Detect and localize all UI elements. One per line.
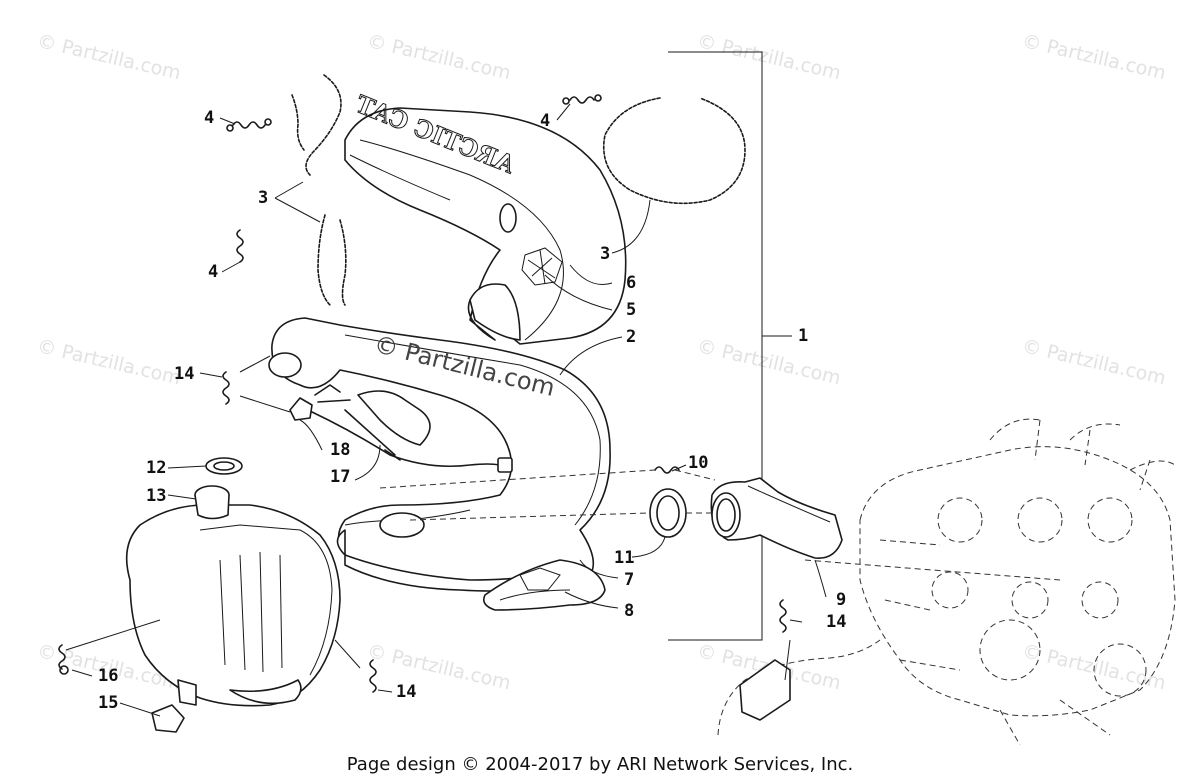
callout-17[interactable]: 17: [330, 467, 351, 487]
callout-6[interactable]: 6: [626, 273, 637, 293]
part-seal-ring: [649, 488, 687, 538]
part-muffler: [125, 485, 341, 733]
callout-3[interactable]: 3: [600, 244, 611, 264]
callout-3[interactable]: 3: [258, 188, 269, 208]
part-spring-muffler-left: [222, 371, 230, 405]
callout-4[interactable]: 4: [540, 111, 551, 131]
assembly-bracket: [668, 51, 763, 641]
callout-9[interactable]: 9: [836, 590, 847, 610]
callout-14[interactable]: 14: [174, 364, 195, 384]
part-spring-manifold: [654, 466, 680, 474]
part-spring-muffler-side: [58, 644, 69, 675]
part-spring-upper-left: [226, 118, 272, 132]
part-expansion-chamber: [268, 317, 611, 592]
part-sensor-probe: [289, 384, 513, 473]
callout-4[interactable]: 4: [204, 108, 215, 128]
part-heat-shield: [344, 107, 627, 345]
callout-10[interactable]: 10: [688, 453, 709, 473]
callout-8[interactable]: 8: [624, 601, 635, 621]
part-lower-heat-shield: [482, 559, 606, 611]
part-exhaust-manifold: [710, 477, 843, 559]
part-grommet: [205, 457, 243, 475]
part-chain-clamp-lower: [317, 214, 347, 306]
footer-copyright: Page design © 2004-2017 by ARI Network S…: [346, 754, 854, 775]
callout-16[interactable]: 16: [98, 666, 119, 686]
part-mounting-bracket: [717, 639, 881, 736]
callout-11[interactable]: 11: [614, 548, 635, 568]
callout-14[interactable]: 14: [826, 612, 847, 632]
part-chain-clamp-upper: [291, 74, 342, 176]
engine-reference-outline: [859, 418, 1176, 746]
part-spring-lower-right: [779, 599, 787, 633]
callout-2[interactable]: 2: [626, 327, 637, 347]
leader-lines: [65, 103, 1061, 717]
part-chain-clamp-ring: [603, 97, 746, 205]
callout-18[interactable]: 18: [330, 440, 351, 460]
part-spring-muffler-lower: [369, 659, 377, 693]
callout-5[interactable]: 5: [626, 300, 637, 320]
callout-1[interactable]: 1: [798, 326, 809, 346]
callout-14[interactable]: 14: [396, 682, 417, 702]
part-spring-mid-left: [236, 229, 244, 263]
part-spring-top-center: [562, 94, 602, 105]
callout-4[interactable]: 4: [208, 262, 219, 282]
callout-15[interactable]: 15: [98, 693, 119, 713]
callout-12[interactable]: 12: [146, 458, 167, 478]
callout-7[interactable]: 7: [624, 570, 635, 590]
callout-13[interactable]: 13: [146, 486, 167, 506]
